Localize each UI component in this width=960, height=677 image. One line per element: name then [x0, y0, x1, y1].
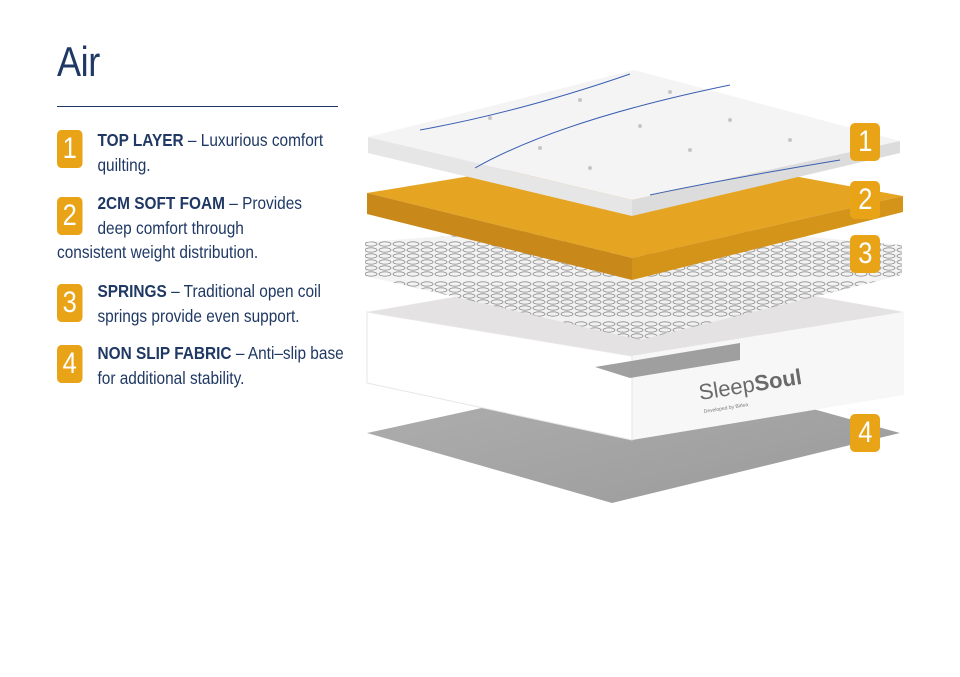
feature-heading: SPRINGS	[97, 281, 167, 301]
feature-heading: NON SLIP FABRIC	[97, 343, 232, 363]
feature-item-springs: 3 SPRINGS – Traditional open coil spring…	[57, 279, 347, 328]
number-badge-2: 2	[57, 197, 83, 235]
mattress-layers-diagram: SleepSoul Developed by Birlea	[365, 70, 904, 503]
feature-description-line-3: consistent weight distribution.	[57, 242, 259, 262]
number-badge-1: 1	[57, 130, 83, 168]
callout-badge-4: 4	[850, 414, 880, 452]
number-badge-3: 3	[57, 284, 83, 322]
page-title: Air	[57, 38, 100, 85]
feature-description-line-1: Provides	[242, 193, 303, 213]
callout-badge-2: 2	[850, 181, 880, 219]
feature-description: Anti–slip base for additional stability.	[97, 343, 344, 388]
title-divider	[57, 106, 338, 107]
callout-badge-3: 3	[850, 235, 880, 273]
feature-item-soft-foam: 2 2CM SOFT FOAM – Provides deep comfort …	[57, 191, 347, 265]
feature-item-non-slip: 4 NON SLIP FABRIC – Anti–slip base for a…	[57, 341, 347, 390]
feature-description-line-2: deep comfort through	[97, 217, 244, 238]
callout-badge-1: 1	[850, 123, 880, 161]
feature-heading: TOP LAYER	[97, 130, 184, 150]
number-badge-4: 4	[57, 345, 83, 383]
feature-description: Luxurious comfort quilting.	[97, 130, 324, 175]
feature-item-top-layer: 1 TOP LAYER – Luxurious comfort quilting…	[57, 128, 347, 177]
feature-heading: 2CM SOFT FOAM	[97, 193, 225, 213]
springs-layer	[365, 222, 902, 340]
feature-description: Traditional open coil springs provide ev…	[97, 281, 321, 326]
top-layer-quilting	[368, 70, 900, 216]
